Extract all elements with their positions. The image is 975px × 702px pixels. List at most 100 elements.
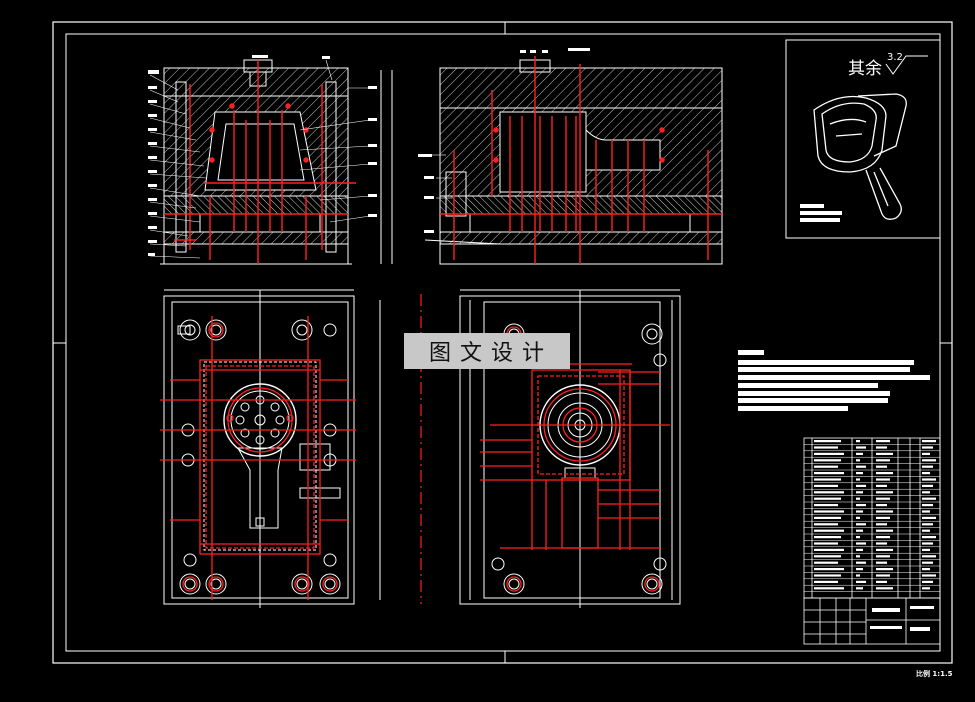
bom-cell-text: [814, 440, 841, 443]
side-view-red-details: [440, 56, 722, 264]
bom-cell-text: [814, 542, 838, 545]
bom-cell-text: [922, 568, 930, 571]
bom-cell-text: [856, 548, 863, 551]
bom-cell-text: [814, 587, 844, 590]
bom-cell-text: [922, 478, 936, 481]
bom-cell-text: [876, 536, 890, 539]
bom-cell-text: [856, 465, 866, 468]
roughness-value: 3.2: [887, 52, 903, 63]
bom-cell-text: [814, 510, 844, 513]
bom-cell-text: [856, 536, 860, 539]
bom-cell-text: [922, 574, 936, 577]
bom-cell-text: [876, 472, 893, 475]
main-view-red-details: [164, 60, 356, 264]
main-view-balloons: [148, 55, 377, 256]
bom-cell-text: [922, 542, 933, 545]
bom-cell-text: [856, 580, 866, 583]
bom-cell-text: [876, 529, 893, 532]
bom-cell-text: [922, 459, 936, 462]
bom-cell-text: [814, 568, 844, 571]
bom-cell-text: [876, 561, 887, 564]
bom-rows: [804, 440, 940, 592]
plan-view-moving-half: [459, 289, 681, 608]
bom-cell-text: [922, 504, 933, 507]
bom-cell-text: [814, 446, 838, 449]
bom-cell-text: [922, 580, 933, 583]
bom-cell-text: [922, 446, 933, 449]
bom-cell-text: [922, 497, 936, 500]
bom-cell-text: [876, 491, 893, 494]
bom-cell-text: [814, 561, 838, 564]
bom-cell-text: [876, 478, 890, 481]
bom-cell-text: [856, 452, 863, 455]
bom-cell-text: [876, 523, 887, 526]
bom-cell-text: [814, 472, 844, 475]
bom-cell-text: [856, 555, 860, 558]
bom-cell-text: [922, 555, 936, 558]
bom-cell-text: [856, 516, 860, 519]
title-block-fills: [870, 606, 934, 631]
bom-cell-text: [814, 536, 841, 539]
scale-note: 比例 1:1.5: [916, 670, 953, 678]
bom-cell-text: [856, 440, 860, 443]
bom-table: [803, 437, 941, 599]
bom-cell-text: [876, 459, 890, 462]
watermark-stamp: 图文设计: [404, 333, 570, 369]
section-view-side: [424, 59, 723, 265]
technical-requirements: [738, 350, 930, 411]
main-view-leaders: [149, 59, 371, 259]
part-isometric-sketch: [813, 93, 907, 220]
bom-cell-text: [856, 587, 863, 590]
bom-cell-text: [856, 529, 863, 532]
bom-cell-text: [876, 548, 893, 551]
bom-cell-text: [876, 484, 887, 487]
bom-cell-text: [856, 542, 866, 545]
bom-cell-text: [922, 529, 930, 532]
bom-cell-text: [922, 491, 930, 494]
bom-cell-text: [814, 452, 844, 455]
bom-cell-text: [856, 523, 866, 526]
side-view-leaders: [432, 154, 452, 199]
bom-cell-text: [922, 472, 930, 475]
bom-cell-text: [876, 516, 890, 519]
bom-cell-text: [856, 484, 866, 487]
bom-cell-text: [876, 580, 887, 583]
bom-cell-text: [814, 529, 844, 532]
bom-cell-text: [922, 440, 936, 443]
moving-half-red-details: [480, 326, 670, 592]
side-view-balloons: [418, 48, 590, 233]
bom-cell-text: [876, 465, 887, 468]
bom-cell-text: [814, 580, 838, 583]
bom-cell-text: [814, 548, 844, 551]
bom-cell-text: [814, 574, 841, 577]
section-view-main: [160, 59, 393, 265]
bom-cell-text: [814, 465, 838, 468]
bom-cell-text: [856, 561, 866, 564]
bom-cell-text: [856, 446, 866, 449]
bom-cell-text: [814, 555, 841, 558]
bom-cell-text: [922, 536, 936, 539]
bom-cell-text: [922, 516, 936, 519]
bom-cell-text: [922, 587, 930, 590]
title-block: [803, 597, 941, 645]
bom-cell-text: [876, 587, 893, 590]
part-iso-frame: [785, 39, 941, 239]
bom-cell-text: [922, 465, 933, 468]
bom-cell-text: [856, 510, 863, 513]
bom-cell-text: [814, 478, 841, 481]
surface-note-label: 其余: [848, 59, 882, 79]
bom-cell-text: [814, 523, 838, 526]
bom-cell-text: [856, 574, 860, 577]
bom-cell-text: [922, 452, 930, 455]
bom-cell-text: [876, 568, 893, 571]
roughness-symbol: [885, 55, 928, 75]
bom-cell-text: [922, 548, 930, 551]
bom-cell-text: [856, 472, 863, 475]
bom-cell-text: [876, 542, 887, 545]
bom-cell-text: [876, 440, 890, 443]
fixed-half-red-details: [160, 316, 356, 600]
bom-cell-text: [876, 497, 890, 500]
bom-cell-text: [814, 516, 841, 519]
bom-cell-text: [922, 510, 930, 513]
